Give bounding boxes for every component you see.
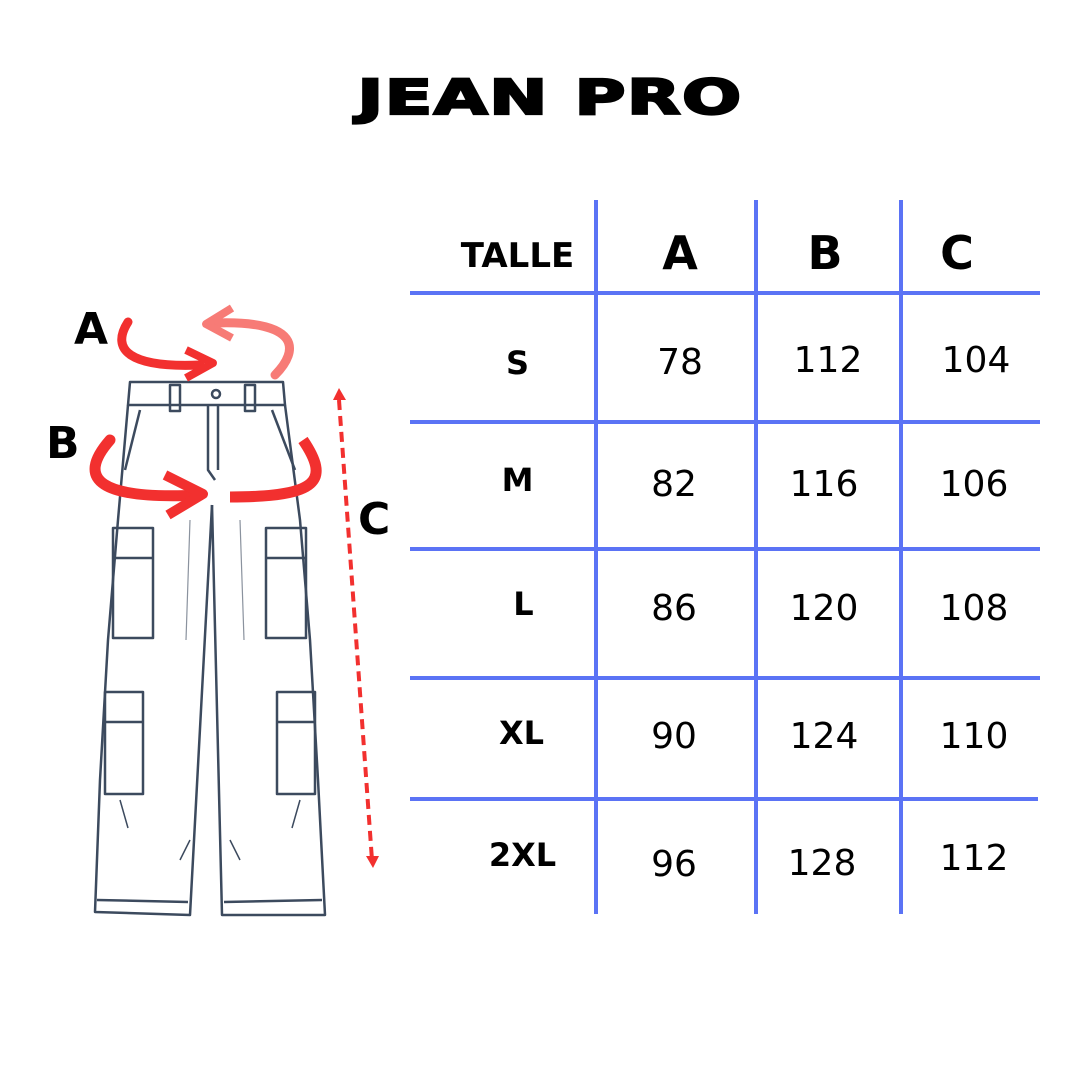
- cell-m-c: 106: [939, 464, 1009, 505]
- cell-l-a: 86: [651, 588, 697, 629]
- size-label-s: S: [505, 344, 530, 382]
- page-title: JEAN PRO: [356, 69, 743, 127]
- cell-m-b: 116: [789, 464, 859, 505]
- size-label-l: L: [513, 585, 534, 623]
- cell-m-a: 82: [651, 464, 697, 505]
- grid-hline-1: [410, 291, 1040, 295]
- grid-hline-5: [410, 797, 1038, 801]
- header-col-a: A: [662, 226, 698, 280]
- grid-hline-2: [410, 420, 1040, 424]
- header-col-b: B: [807, 226, 843, 280]
- cell-l-c: 108: [939, 588, 1009, 629]
- header-col-c: C: [940, 226, 974, 280]
- size-label-2xl: 2XL: [488, 836, 557, 874]
- cell-xl-c: 110: [939, 716, 1009, 757]
- cell-s-c: 104: [941, 340, 1011, 381]
- grid-hline-3: [410, 547, 1040, 551]
- label-c: C: [358, 494, 391, 545]
- cell-2xl-a: 96: [651, 844, 697, 885]
- size-label-m: M: [501, 461, 534, 499]
- cargo-pants-sketch-icon: [89, 304, 379, 917]
- cell-xl-b: 124: [789, 716, 859, 757]
- grid-vline-2: [754, 200, 758, 914]
- label-b: B: [46, 418, 80, 469]
- cell-s-a: 78: [657, 342, 703, 383]
- cell-2xl-b: 128: [787, 843, 857, 884]
- grid-hline-4: [410, 676, 1040, 680]
- cell-xl-a: 90: [651, 716, 697, 757]
- pants-diagram: A B C: [40, 290, 420, 930]
- size-label-xl: XL: [498, 714, 545, 752]
- grid-vline-1: [594, 200, 598, 914]
- label-a: A: [74, 304, 109, 355]
- cell-s-b: 112: [793, 340, 863, 381]
- cell-l-b: 120: [789, 588, 859, 629]
- cell-2xl-c: 112: [939, 838, 1009, 879]
- header-talle: TALLE: [460, 236, 575, 276]
- grid-vline-3: [899, 200, 903, 914]
